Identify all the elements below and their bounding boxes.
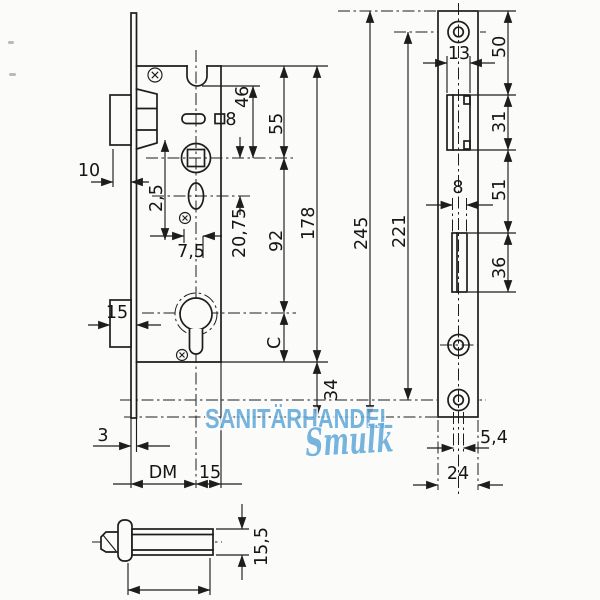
latch-bolt <box>109 94 132 146</box>
dim-screw-hole-dia-5-4: 5,4 <box>427 412 508 453</box>
spindle-tip-chamfer <box>102 534 117 552</box>
dim-label: 245 <box>352 217 372 250</box>
spindle-part-view: 15,5 <box>92 504 272 595</box>
small-square-hole <box>214 113 226 125</box>
dim-latch-cutout-31: 31 <box>471 94 516 151</box>
dim-label: C <box>265 337 285 349</box>
dim-notch-to-nut-46: 46 <box>233 86 258 159</box>
dim-label: 55 <box>267 113 287 135</box>
face-plate-view <box>437 3 479 495</box>
screw-icon <box>178 211 192 225</box>
dim-label: 50 <box>490 36 510 58</box>
dim-plate-width-24: 24 <box>413 420 503 490</box>
dim-label: 8 <box>452 178 463 198</box>
dim-label: 92 <box>267 230 287 252</box>
dim-shaft-length <box>127 558 211 595</box>
latch-bolt-head <box>135 87 158 151</box>
dim-label: 31 <box>490 111 510 133</box>
dim-label: 2,5 <box>147 184 167 212</box>
case-top-notch <box>186 65 208 87</box>
faceplate <box>130 12 138 419</box>
dim-label: 15,5 <box>252 527 272 566</box>
dim-offset-2-5: 2,5 <box>147 139 170 241</box>
label-square-8: 8 <box>225 110 236 130</box>
dim-label: 13 <box>448 44 470 64</box>
dim-label: 7,5 <box>177 242 205 262</box>
follower-hole <box>180 142 212 174</box>
plate-screw-hole <box>447 333 470 357</box>
dim-shaft-height-15-5: 15,5 <box>216 504 272 580</box>
dim-label: 178 <box>299 207 319 240</box>
cylinder-hole <box>179 297 213 331</box>
dim-label: 8 <box>225 110 236 130</box>
slot-hole <box>181 113 206 125</box>
cylinder-keyway <box>188 328 204 355</box>
dim-case-height-178: 178 <box>299 65 322 363</box>
gear-oval-hole <box>187 182 205 210</box>
dim-total-length-245: 245 <box>352 10 375 418</box>
dim-label: 34 <box>322 379 342 401</box>
screw-icon <box>147 67 163 83</box>
dim-label: 24 <box>447 464 469 484</box>
latch-cutout <box>446 94 471 151</box>
dim-label: 221 <box>390 215 410 248</box>
dim-top-to-latch-50: 50 <box>471 10 516 96</box>
dim-bolt-throw-15: 15 <box>88 303 161 330</box>
dim-latch-cutout-width-13: 13 <box>423 44 495 93</box>
dim-label: DM <box>149 463 178 483</box>
dim-label: 15 <box>199 463 221 483</box>
dim-bolt-cutout-width-8: 8 <box>426 178 493 232</box>
dim-label: 3 <box>97 426 108 446</box>
dim-label: 36 <box>490 257 510 279</box>
dim-label: 15 <box>106 303 128 323</box>
watermark: SANITÄRHANDEL Smulk <box>203 401 396 466</box>
dim-axis-to-back-15: 15 <box>195 463 242 489</box>
scan-speck <box>9 73 16 76</box>
dim-top-to-nut-55: 55 <box>267 65 289 159</box>
dim-label: 20,75 <box>230 208 250 258</box>
dim-screw-distance-221: 221 <box>390 31 413 401</box>
dim-backset-DM: DM <box>113 463 197 489</box>
dim-nut-to-cylinder-92: 92 <box>267 157 289 314</box>
plate-screw-hole <box>447 20 470 44</box>
lock-side-view <box>109 10 486 488</box>
plate-screw-hole <box>447 388 470 412</box>
dimensions-face-plate: 13 8 50 31 51 36 <box>413 10 516 490</box>
dim-faceplate-thickness-3: 3 <box>93 426 170 451</box>
dim-label: 10 <box>78 161 100 181</box>
spindle-flange <box>117 519 133 562</box>
dim-label: 5,4 <box>480 428 508 448</box>
dim-label: 51 <box>490 179 510 201</box>
dim-offset-7-5: 7,5 <box>150 229 222 262</box>
screw-icon <box>175 348 189 362</box>
dim-label: 46 <box>233 86 253 108</box>
dim-latch-protrusion-10: 10 <box>78 149 149 187</box>
spindle-shaft <box>131 528 214 556</box>
dim-bolt-cutout-36: 36 <box>468 232 516 293</box>
dim-cylinder-to-bottom-C: C <box>265 312 289 363</box>
watermark-shop-script: Smulk <box>304 415 394 465</box>
watermark-shop-name: SANITÄRHANDEL <box>205 403 393 434</box>
dimensions-left-view: 10 2,5 7,5 20,75 8 46 55 <box>78 10 413 489</box>
deadbolt-cutout <box>451 232 468 293</box>
scan-speck <box>8 41 14 44</box>
dim-nut-to-gear-20-75: 20,75 <box>230 137 250 258</box>
dim-case-to-end-34: 34 <box>312 361 342 418</box>
follower-square <box>186 148 206 168</box>
